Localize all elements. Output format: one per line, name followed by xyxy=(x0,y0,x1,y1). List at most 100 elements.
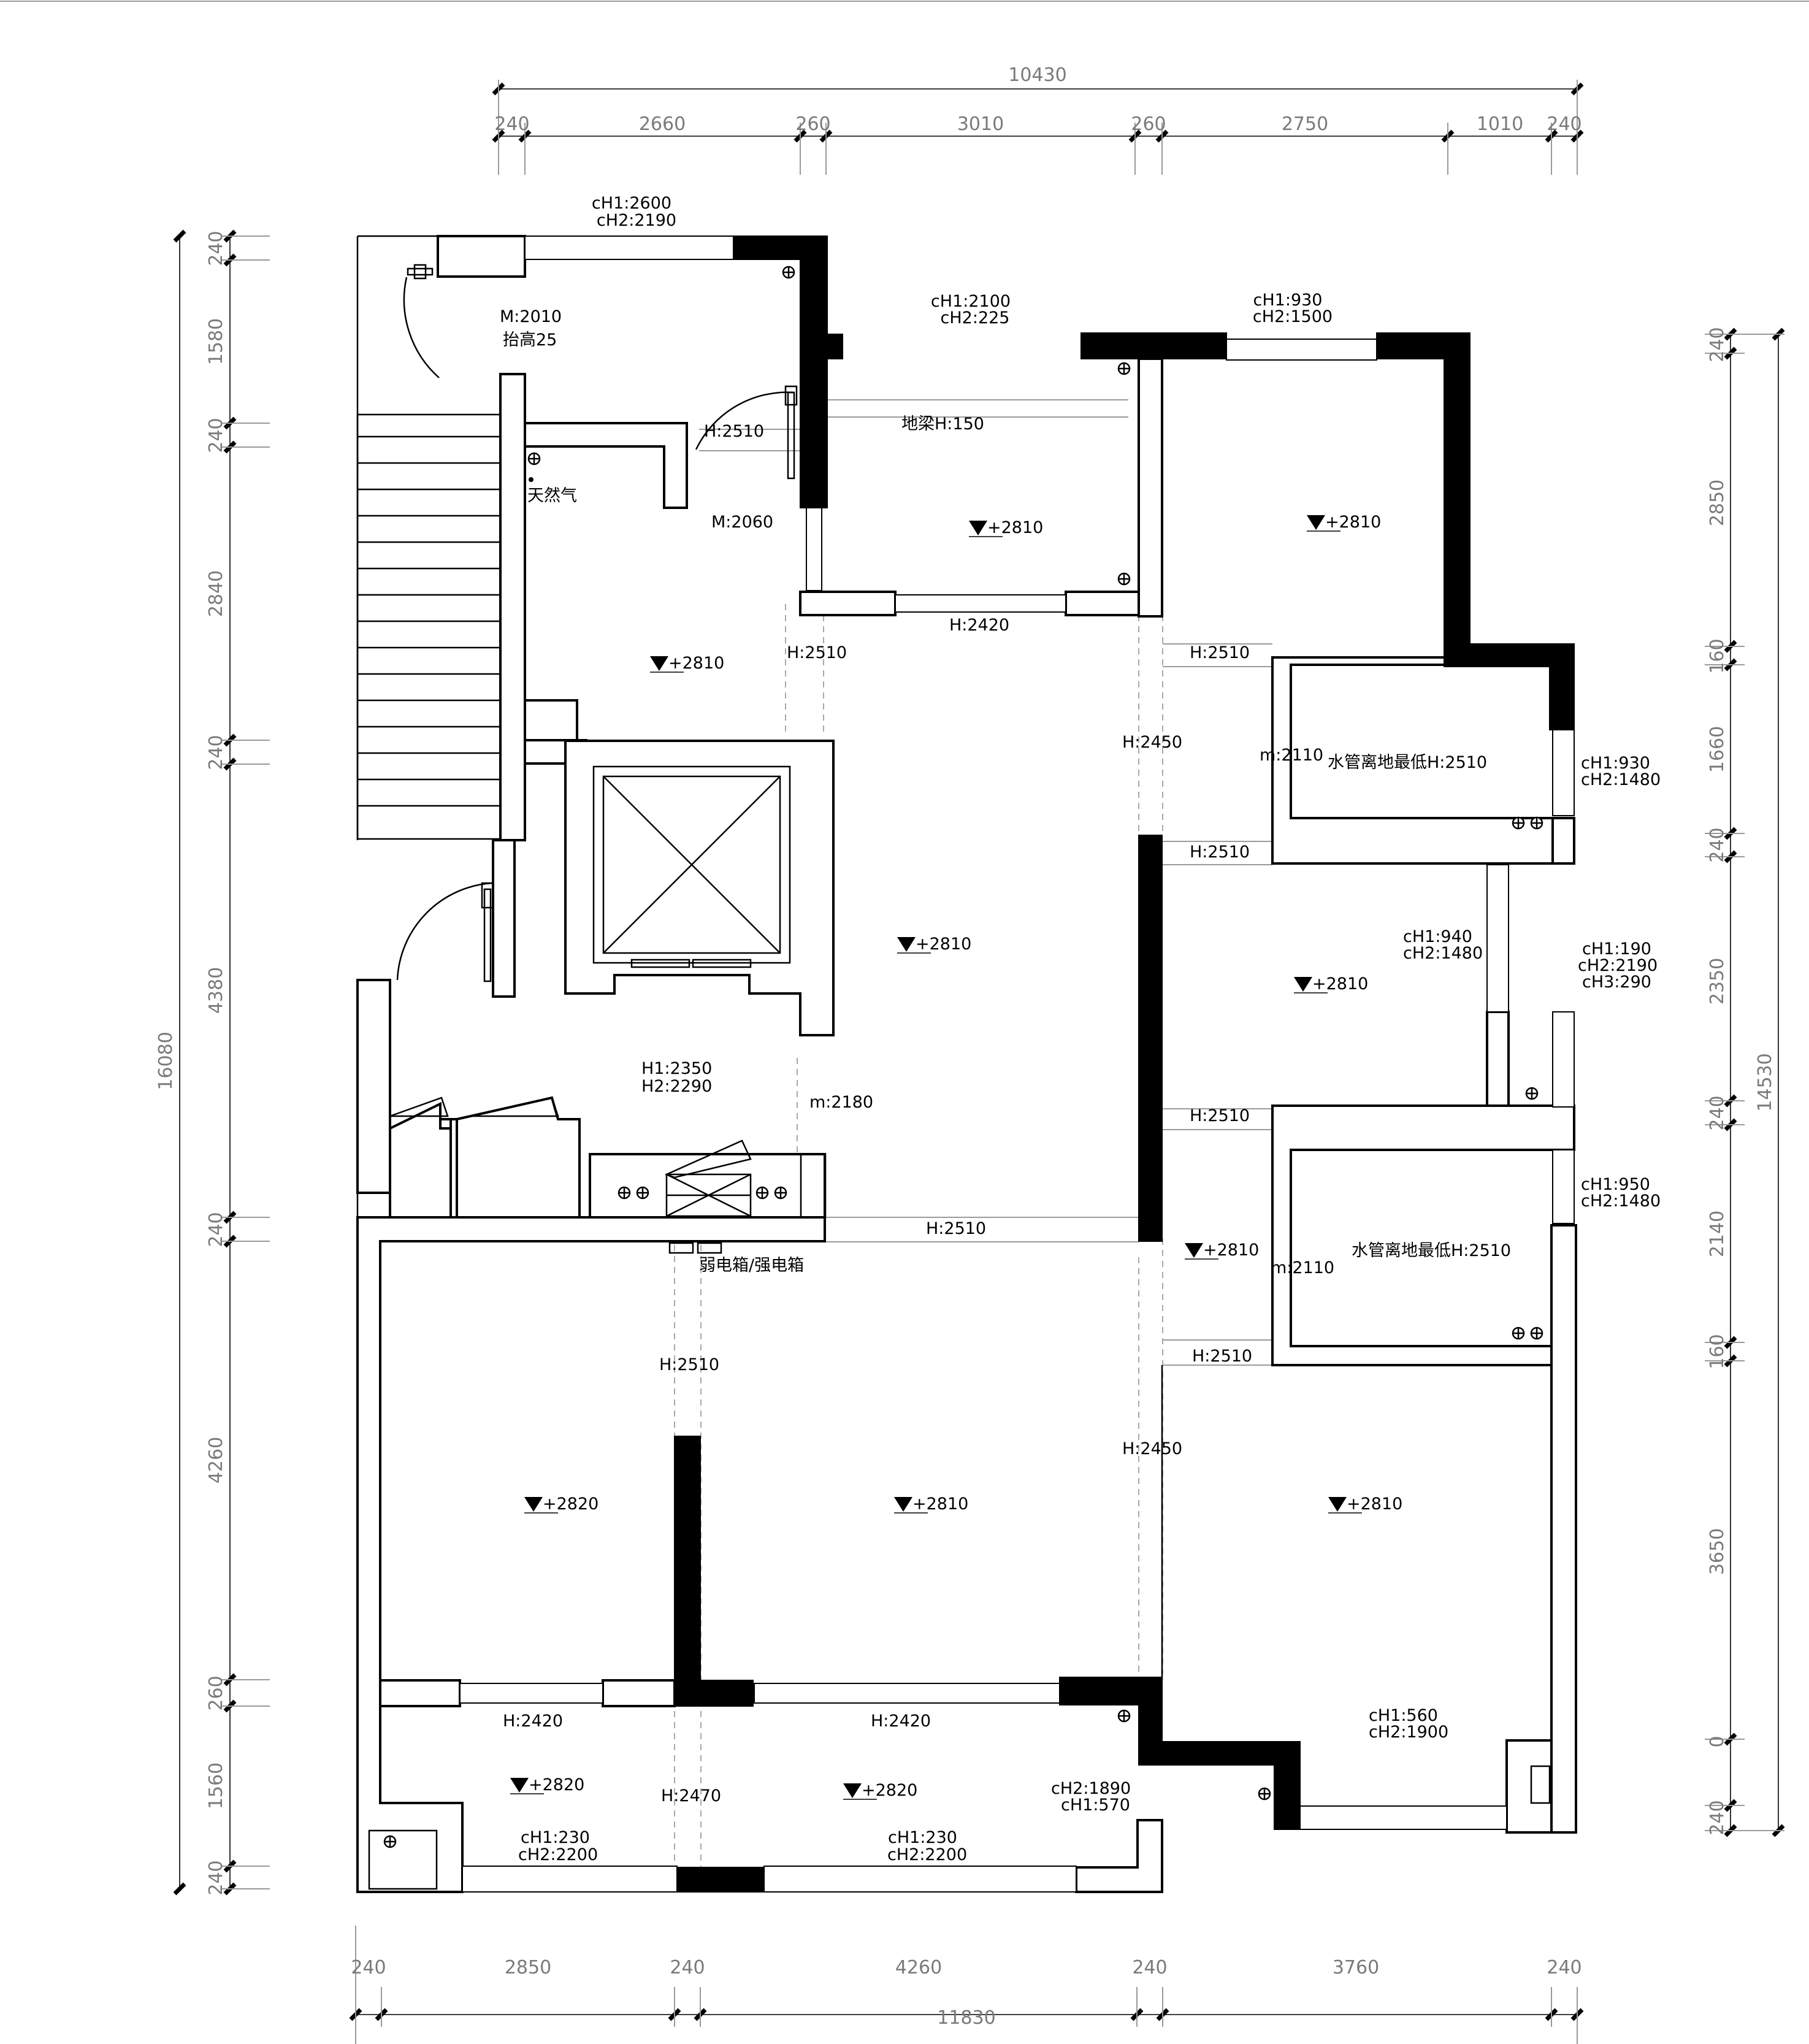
socket-icon xyxy=(1512,1326,1525,1340)
dim-left-seg: 2840 xyxy=(205,570,227,617)
dim-left-seg: 240 xyxy=(205,1860,227,1895)
mid-window-ch1: cH1:940 xyxy=(1403,927,1472,946)
balcony-right-ch2: cH2:1890 xyxy=(1051,1779,1131,1798)
svg-text:+2810: +2810 xyxy=(1203,1241,1259,1260)
svg-text:+2810: +2810 xyxy=(916,935,971,954)
h1-label: H1:2350 xyxy=(641,1059,712,1078)
dim-right-seg: 0 xyxy=(1707,1736,1728,1747)
dim-bottom-seg: 240 xyxy=(1132,1957,1167,1978)
socket-icon xyxy=(1525,1087,1539,1100)
load-bearing-walls xyxy=(674,235,1575,1893)
mid-right-ch2: cH2:2190 xyxy=(1578,956,1658,975)
level-marker-bed-ne: +2810 xyxy=(1307,513,1381,532)
kitchen-window-ch1: cH1:2100 xyxy=(931,292,1011,311)
svg-text:+2810: +2810 xyxy=(912,1495,968,1514)
dim-bottom-seg: 2850 xyxy=(505,1957,551,1978)
m2180-label: m:2180 xyxy=(809,1093,873,1112)
dim-right-seg: 160 xyxy=(1707,638,1728,673)
electrical-box-label: 弱电箱/强电箱 xyxy=(699,1256,804,1275)
dim-top-seg: 240 xyxy=(494,113,529,135)
level-marker-bed-se: +2810 xyxy=(1328,1495,1402,1514)
bath2-door-label: m:2110 xyxy=(1271,1258,1334,1277)
socket-icon xyxy=(774,1186,787,1200)
gas-point-icon xyxy=(529,477,534,482)
dim-bottom-seg: 4260 xyxy=(895,1957,942,1978)
kitchen-h-label: H:2510 xyxy=(704,422,764,441)
socket-icon xyxy=(1117,362,1131,375)
bath1-top-h-label: H:2510 xyxy=(1190,643,1250,662)
level-markers: +2810 +2810 +2810 +2810 +2810 +2810 +282… xyxy=(510,513,1402,1800)
bath2-top-h-label: H:2510 xyxy=(1190,1106,1250,1125)
walls xyxy=(356,235,1577,1893)
dim-top-seg: 1010 xyxy=(1477,113,1523,135)
mid-right-ch3: cH3:290 xyxy=(1582,973,1651,992)
socket-icon xyxy=(1530,816,1543,830)
dim-right-seg: 2350 xyxy=(1707,958,1728,1005)
dim-right-seg: 2140 xyxy=(1707,1211,1728,1257)
electrical-box-icon xyxy=(668,1242,722,1254)
doors xyxy=(396,264,798,982)
bath2-pipe-label: 水管离地最低H:2510 xyxy=(1352,1241,1511,1260)
dim-left-seg: 260 xyxy=(205,1675,227,1710)
socket-icon xyxy=(1530,1326,1543,1340)
guide-lines xyxy=(674,399,1272,1870)
bath1-window-ch1: cH1:930 xyxy=(1581,754,1650,773)
dim-left-seg: 4380 xyxy=(205,967,227,1014)
dim-top-seg: 3010 xyxy=(957,113,1004,135)
svg-text:+2810: +2810 xyxy=(987,518,1043,537)
dim-top-total: 10430 xyxy=(1008,64,1066,86)
dimension-left: 240 1580 240 2840 240 4380 240 4260 260 … xyxy=(155,229,270,1896)
bed1-window-ch2: cH2:1500 xyxy=(1253,307,1333,326)
svg-text:+2820: +2820 xyxy=(543,1495,599,1514)
level-marker-living-low: +2810 xyxy=(894,1495,968,1514)
svg-text:+2810: +2810 xyxy=(1347,1495,1402,1514)
level-marker-kitchen: +2810 xyxy=(969,518,1043,537)
entry-ch2-label: cH2:2190 xyxy=(597,211,676,230)
h2420-mid-label: H:2420 xyxy=(871,1712,931,1731)
h2450-lower-label: H:2450 xyxy=(1122,1439,1182,1458)
bath1-bottom-h-label: H:2510 xyxy=(1190,843,1250,862)
h2470-label: H:2470 xyxy=(661,1786,721,1805)
dim-left-seg: 1580 xyxy=(205,318,227,365)
svg-text:+2810: +2810 xyxy=(1325,513,1381,532)
level-marker-living-mid: +2810 xyxy=(897,935,971,954)
entry-ch1-label: cH1:2600 xyxy=(592,194,671,213)
socket-icon xyxy=(1512,816,1525,830)
dim-top-seg: 260 xyxy=(795,113,830,135)
dim-bottom-seg: 240 xyxy=(1547,1957,1581,1978)
dim-right-seg: 2850 xyxy=(1707,480,1728,526)
level-marker-balcony-l: +2820 xyxy=(510,1775,584,1794)
bath1-door-label: m:2110 xyxy=(1260,746,1323,765)
socket-icon xyxy=(1117,1709,1131,1723)
level-marker-east-low: +2810 xyxy=(1185,1241,1259,1260)
svg-text:+2820: +2820 xyxy=(862,1781,917,1800)
dim-right-seg: 240 xyxy=(1707,827,1728,862)
kitchen-h2420-label: H:2420 xyxy=(949,616,1009,635)
level-marker-east-mid: +2810 xyxy=(1294,974,1368,993)
sockets xyxy=(383,266,1543,1848)
dim-left-seg: 240 xyxy=(205,231,227,266)
mid-window-ch2: cH2:1480 xyxy=(1403,944,1483,963)
bath1-pipe-label: 水管离地最低H:2510 xyxy=(1328,753,1487,772)
level-marker-bed-sw: +2820 xyxy=(524,1495,599,1514)
kitchen-door-label: M:2060 xyxy=(711,513,773,532)
dim-right-seg: 160 xyxy=(1707,1334,1728,1369)
socket-icon xyxy=(1117,572,1131,586)
dim-right-seg: 240 xyxy=(1707,1095,1728,1130)
dim-left-seg: 1560 xyxy=(205,1763,227,1809)
bed3-window-ch1: cH1:560 xyxy=(1369,1706,1438,1725)
socket-icon xyxy=(383,1835,397,1848)
socket-icon xyxy=(782,266,795,279)
dim-top-seg: 2660 xyxy=(639,113,686,135)
bath2-window-ch1: cH1:950 xyxy=(1581,1175,1650,1194)
dim-left-seg: 240 xyxy=(205,418,227,453)
gas-label: 天然气 xyxy=(527,486,577,505)
dim-right-seg: 3650 xyxy=(1707,1528,1728,1575)
outer-boundary xyxy=(356,235,1163,1680)
dim-right-total: 14530 xyxy=(1754,1053,1776,1111)
dim-bottom-seg: 240 xyxy=(670,1957,705,1978)
dim-right-seg: 1660 xyxy=(1707,726,1728,773)
annotations: cH1:2600 cH2:2190 M:2010 抬高25 天然气 H:2510… xyxy=(500,194,1661,1864)
socket-icon xyxy=(527,452,541,465)
